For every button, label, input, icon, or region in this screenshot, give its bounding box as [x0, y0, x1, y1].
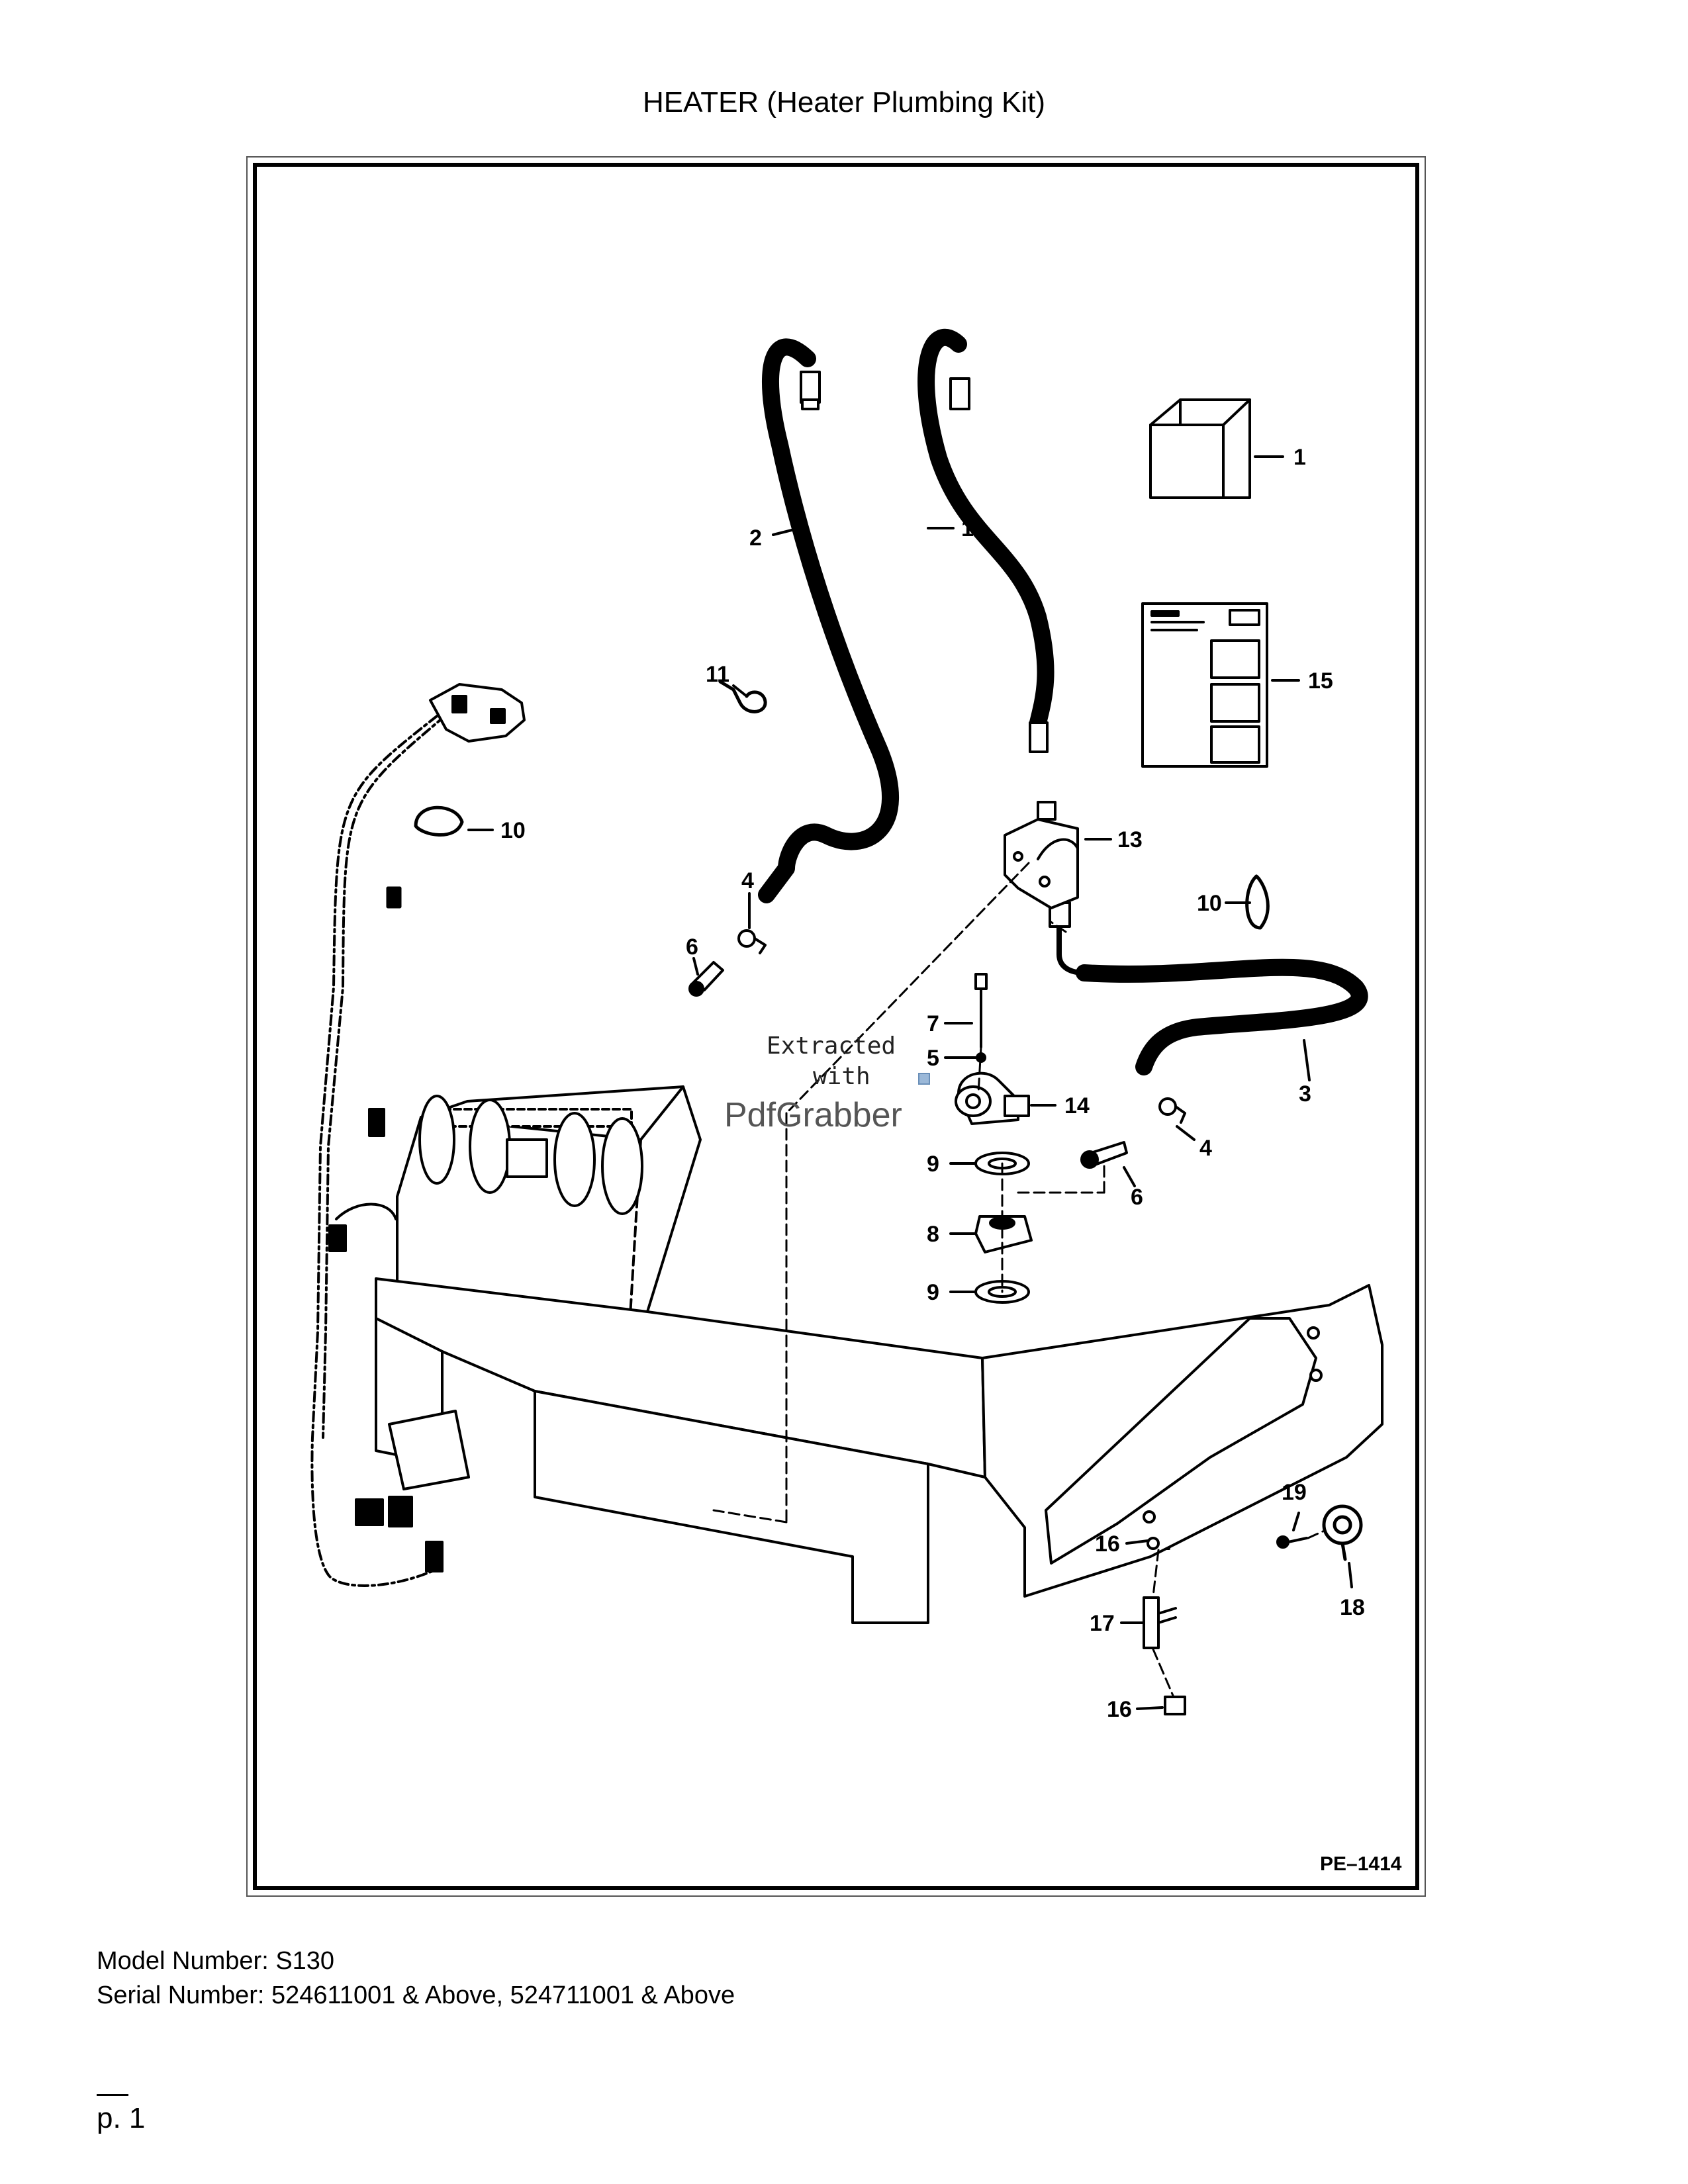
hose-3 [1049, 901, 1368, 1075]
instructions-part-15 [1141, 602, 1268, 768]
callout-4-upper: 4 [741, 868, 754, 893]
callout-6-lower: 6 [1131, 1185, 1143, 1210]
callout-9-upper: 9 [927, 1152, 939, 1177]
clamp-part-11 [718, 680, 767, 713]
watermark-line1: Extracted [767, 1032, 896, 1060]
cable-tie-10-right [1245, 874, 1270, 930]
elbow-part-14 [955, 1071, 1030, 1125]
callout-4-lower: 4 [1199, 1136, 1212, 1161]
callout-12: 12 [961, 516, 986, 541]
callout-15: 15 [1308, 668, 1333, 694]
screw-6-upper [688, 961, 724, 997]
callout-10-right: 10 [1197, 891, 1222, 916]
watermark-line2: with [813, 1063, 870, 1090]
bolt-part-7 [974, 973, 988, 1063]
callout-19: 19 [1282, 1480, 1307, 1505]
hose-12 [917, 328, 1055, 753]
machine-frame [375, 1277, 1383, 1624]
screw-part-19 [1276, 1535, 1308, 1549]
clamp-part-18 [1322, 1504, 1363, 1561]
callout-11: 11 [706, 662, 729, 687]
valve-part-13 [1004, 801, 1079, 909]
callout-1: 1 [1293, 445, 1306, 470]
watermark: Extracted with PdfGrabber [724, 1032, 930, 1134]
leader-lines [467, 455, 1353, 1710]
watermark-icon [918, 1073, 930, 1085]
serial-number: Serial Number: 524611001 & Above, 524711… [97, 1981, 735, 2009]
callout-9-lower: 9 [927, 1280, 939, 1305]
assembly-lines [712, 862, 1324, 1697]
model-number: Model Number: S130 [97, 1947, 335, 1975]
figure-frame [253, 163, 1419, 1890]
callout-2: 2 [749, 525, 762, 551]
parts-diagram: Extracted with PdfGrabber 1 2 12 15 11 1… [310, 328, 1402, 1875]
callout-13: 13 [1117, 827, 1143, 852]
page-title: HEATER (Heater Plumbing Kit) [642, 86, 1046, 118]
harness-connector-top [429, 683, 526, 743]
figure-id: PE–1414 [1320, 1853, 1402, 1875]
callout-5: 5 [927, 1046, 939, 1071]
cable-tie-10-left [386, 805, 464, 909]
figure-frame-outer [246, 156, 1426, 1897]
clamp-4-lower [1158, 1097, 1186, 1124]
tee-part-17 [1143, 1596, 1177, 1649]
callout-3: 3 [1299, 1081, 1311, 1107]
callout-14: 14 [1064, 1093, 1090, 1118]
watermark-brand: PdfGrabber [724, 1096, 902, 1134]
spacer-part-8 [974, 1215, 1033, 1253]
page-rule [97, 2094, 128, 2096]
wiring-harness [310, 683, 526, 1587]
fitting-16-lower [1164, 1696, 1186, 1715]
callouts: 1 2 12 15 11 10 4 6 13 10 7 5 3 14 4 9 6… [500, 445, 1365, 1722]
page-number: p. 1 [97, 2102, 146, 2134]
box-part-1 [1149, 398, 1251, 499]
screw-6-lower [1080, 1141, 1128, 1169]
callout-10-left: 10 [500, 818, 526, 843]
hose-2 [758, 338, 900, 903]
callout-16-lower: 16 [1107, 1697, 1132, 1722]
callout-6-upper: 6 [686, 934, 698, 960]
callout-16-upper: 16 [1095, 1531, 1120, 1557]
callout-18: 18 [1340, 1595, 1365, 1620]
heater-blower [418, 1095, 643, 1215]
callout-8: 8 [927, 1222, 939, 1247]
callout-7: 7 [927, 1011, 939, 1036]
clamp-4-upper [737, 929, 767, 954]
callout-17: 17 [1090, 1611, 1115, 1636]
